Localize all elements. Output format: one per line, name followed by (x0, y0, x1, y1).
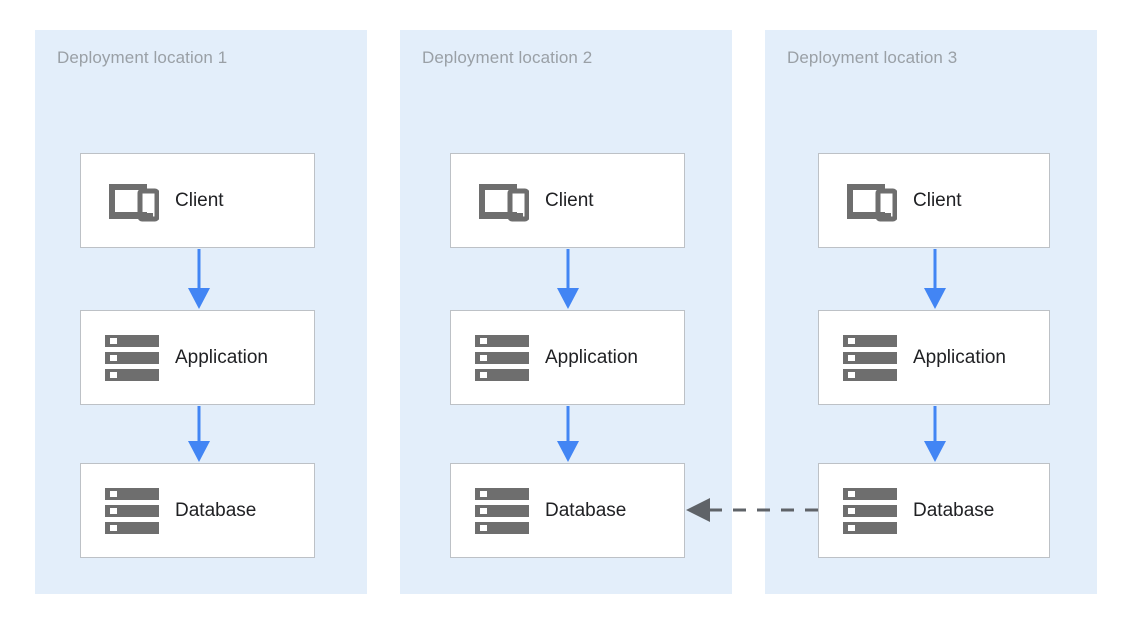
node-label-location-3-application: Application (913, 346, 1006, 368)
server-icon (843, 334, 899, 382)
node-label-location-2-client: Client (545, 189, 594, 211)
node-label-location-2-application: Application (545, 346, 638, 368)
server-icon (105, 334, 161, 382)
server-icon (105, 487, 161, 535)
node-location-3-application[interactable]: Application (818, 310, 1050, 405)
client-devices-icon (105, 177, 161, 225)
server-icon (475, 334, 531, 382)
client-devices-icon (843, 177, 899, 225)
server-icon (475, 487, 531, 535)
node-location-1-client[interactable]: Client (80, 153, 315, 248)
node-location-2-client[interactable]: Client (450, 153, 685, 248)
node-location-1-application[interactable]: Application (80, 310, 315, 405)
node-label-location-3-database: Database (913, 499, 995, 521)
node-location-3-client[interactable]: Client (818, 153, 1050, 248)
node-location-2-application[interactable]: Application (450, 310, 685, 405)
node-location-2-database[interactable]: Database (450, 463, 685, 558)
node-label-location-2-database: Database (545, 499, 627, 521)
panel-title-location-1: Deployment location 1 (57, 48, 228, 67)
node-label-location-1-client: Client (175, 189, 224, 211)
server-icon (843, 487, 899, 535)
node-label-location-1-application: Application (175, 346, 268, 368)
node-location-1-database[interactable]: Database (80, 463, 315, 558)
node-label-location-3-client: Client (913, 189, 962, 211)
panel-title-location-3: Deployment location 3 (787, 48, 958, 67)
panel-title-location-2: Deployment location 2 (422, 48, 593, 67)
client-devices-icon (475, 177, 531, 225)
node-label-location-1-database: Database (175, 499, 257, 521)
node-location-3-database[interactable]: Database (818, 463, 1050, 558)
